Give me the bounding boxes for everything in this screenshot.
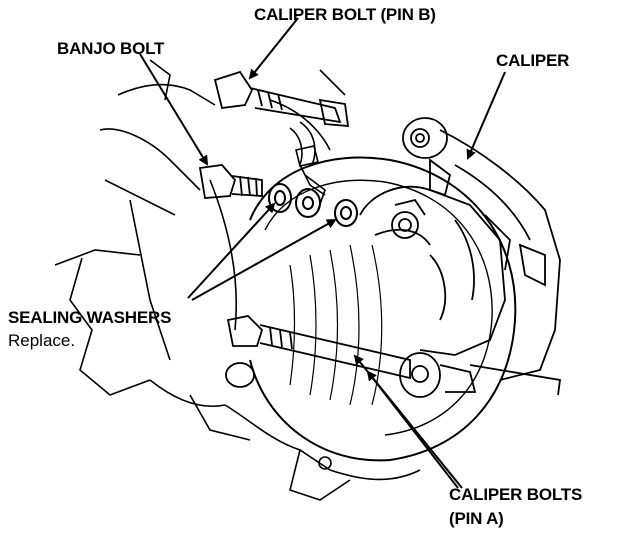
label-caliper-bolts: CALIPER BOLTS <box>449 485 583 504</box>
caliper-body <box>359 129 561 381</box>
caliper-bolts-pin-a <box>225 315 562 398</box>
label-caliper-bolts-pin-a: (PIN A) <box>449 509 504 528</box>
label-caliper: CALIPER <box>496 51 570 70</box>
label-caliper-bolt-pin-b: CALIPER BOLT (PIN B) <box>254 5 436 24</box>
sealing-washers <box>268 183 358 227</box>
brake-disc <box>249 156 517 462</box>
leader-lines <box>139 17 506 489</box>
pin-b-boss <box>402 117 448 159</box>
label-sealing-washers: SEALING WASHERS <box>8 308 172 327</box>
label-sealing-washers-note: Replace. <box>8 331 76 350</box>
caliper-bolt-pin-b <box>213 70 350 127</box>
banjo-bolt <box>198 164 263 199</box>
knuckle-outline <box>54 59 421 501</box>
label-banjo-bolt: BANJO BOLT <box>57 39 165 58</box>
